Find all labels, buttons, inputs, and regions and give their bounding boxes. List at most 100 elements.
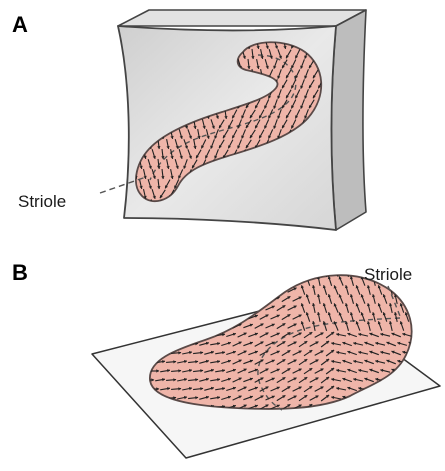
hair-cell-arrow-b-shaft [409, 396, 418, 400]
hair-cell-arrow-b-shaft [414, 351, 423, 355]
hair-cell-arrow-b-head [228, 306, 231, 309]
hair-cell-arrow-b-head [200, 315, 203, 318]
hair-cell-arrow-b-head [222, 315, 225, 318]
block-top-face [118, 10, 366, 26]
hair-cell-arrow-b-shaft [193, 298, 203, 299]
hair-cell-arrow-b-head [184, 324, 187, 327]
hair-cell-arrow-b-shaft [417, 294, 419, 304]
hair-cell-arrow-b-head [228, 288, 231, 291]
hair-cell-arrow-b-shaft [243, 288, 252, 291]
hair-cell-arrow-b-head [250, 270, 253, 273]
hair-cell-arrow-b-head [211, 297, 214, 300]
hair-cell-arrow-b-shaft [417, 312, 419, 322]
hair-cell-arrow-b-head [334, 267, 337, 270]
hair-cell-arrow-b-head [156, 315, 159, 318]
hair-cell-arrow-b-head [287, 278, 290, 281]
hair-cell-arrow-b-head [217, 270, 220, 273]
hair-cell-arrow-b-head [260, 288, 263, 291]
hair-cell-arrow-b-shaft [177, 289, 187, 291]
hair-cell-arrow-b-head [233, 297, 236, 300]
hair-cell-arrow-b-shaft [233, 306, 242, 310]
hair-cell-arrow-b-head [189, 279, 192, 282]
hair-cell-arrow-b-shaft [282, 278, 291, 283]
hair-cell-arrow-b-shaft [271, 279, 280, 283]
hair-cell-arrow-b-head [200, 297, 203, 300]
hair-cell-arrow-b-head [301, 267, 304, 270]
hair-cell-arrow-b-head [162, 324, 165, 327]
hair-cell-arrow-b-shaft [406, 294, 409, 303]
hair-cell-arrow-b-shaft [155, 307, 165, 309]
block-side-face [332, 10, 367, 230]
hair-cell-arrow-b-head [414, 405, 417, 408]
hair-cell-arrow-b-shaft [188, 271, 198, 272]
hair-cell-arrow-b-head [184, 288, 187, 291]
hair-cell-arrow-b-shaft [226, 280, 236, 283]
hair-cell-arrow-b-shaft [260, 297, 269, 302]
hair-cell-arrow-b-head [255, 279, 258, 282]
hair-cell-arrow-b-shaft [412, 303, 414, 313]
hair-cell-arrow-b-head [151, 306, 154, 309]
hair-cell-arrow-b-shaft [293, 279, 302, 283]
hair-cell-arrow-b-head [409, 396, 412, 399]
hair-cell-arrow-b-head [293, 270, 296, 273]
hair-cell-arrow-b-head [195, 288, 198, 291]
hair-cell-arrow-b-head [260, 270, 263, 273]
hair-cell-arrow-b-shaft [188, 289, 198, 290]
hair-cell-arrow-b-shaft [248, 297, 257, 300]
hair-cell-arrow-b-head [233, 279, 236, 282]
hair-cell-arrow-b-head [189, 297, 192, 300]
hair-cell-arrow-b-head [265, 279, 268, 282]
hair-cell-arrow-b-shaft [288, 270, 297, 274]
hair-cell-arrow-b-head [178, 297, 181, 300]
hair-cell-arrow-b-head [238, 270, 241, 273]
hair-cell-arrow-b-head [189, 315, 192, 318]
hair-cell-arrow-b-shaft [204, 316, 214, 319]
hair-cell-arrow-b-shaft [221, 271, 231, 274]
hair-cell-arrow-b-shaft [171, 317, 181, 318]
hair-cell-arrow-b-head [416, 294, 419, 297]
hair-cell-arrow-b-shaft [215, 298, 225, 300]
hair-cell-arrow-b-head [243, 297, 246, 300]
hair-cell-arrow-b-head [389, 285, 392, 288]
hair-cell-arrow-b-shaft [215, 280, 225, 282]
panel-a-letter: A [12, 12, 28, 37]
hair-cell-arrow-b-head [211, 279, 214, 282]
hair-cell-arrow-b-shaft [199, 271, 209, 274]
hair-cell-arrow-b-head [167, 297, 170, 300]
hair-cell-arrow-b-shaft [380, 406, 390, 408]
hair-cell-arrow-b-head [312, 267, 315, 270]
hair-cell-arrow-b-shaft [210, 271, 220, 273]
hair-cell-arrow-b-shaft [171, 281, 181, 282]
hair-cell-arrow-b-shaft [193, 280, 203, 281]
hair-cell-arrow-b-shaft [210, 307, 220, 309]
hair-cell-arrow-b-shaft [248, 279, 257, 282]
hair-cell-arrow-b-head [238, 306, 241, 309]
hair-cell-arrow-b-shaft [313, 267, 315, 277]
hair-cell-arrow-b-shaft [221, 289, 231, 292]
hair-cell-arrow-b-head [416, 312, 419, 315]
hair-cell-arrow-b-head [211, 315, 214, 318]
hair-cell-arrow-b-head [173, 270, 176, 273]
hair-cell-arrow-b-head [151, 324, 154, 327]
hair-cell-arrow-b-shaft [160, 280, 170, 282]
hair-cell-arrow-b-shaft [402, 406, 412, 409]
hair-cell-arrow-b-head [195, 306, 198, 309]
hair-cell-arrow-b-head [411, 285, 414, 288]
hair-cell-arrow-b-head [265, 297, 268, 300]
hair-cell-arrow-b-shaft [155, 271, 165, 273]
hair-cell-arrow-b-shaft [210, 289, 220, 291]
hair-cell-arrow-b-head [173, 324, 176, 327]
hair-cell-arrow-b-head [156, 333, 159, 336]
hair-cell-arrow-b-head [411, 303, 414, 306]
hair-cell-arrow-b-shaft [182, 280, 192, 282]
hair-cell-arrow-b-head [272, 270, 275, 273]
hair-cell-arrow-b-shaft [233, 270, 242, 274]
hair-cell-arrow-b-head [156, 279, 159, 282]
hair-cell-arrow-b-head [167, 315, 170, 318]
hair-cell-arrow-b-head [250, 288, 253, 291]
hair-cell-arrow-b-head [178, 315, 181, 318]
hair-cell-arrow-b-head [217, 306, 220, 309]
hair-cell-arrow-b-shaft [182, 298, 192, 300]
hair-cell-arrow-b-head [173, 306, 176, 309]
